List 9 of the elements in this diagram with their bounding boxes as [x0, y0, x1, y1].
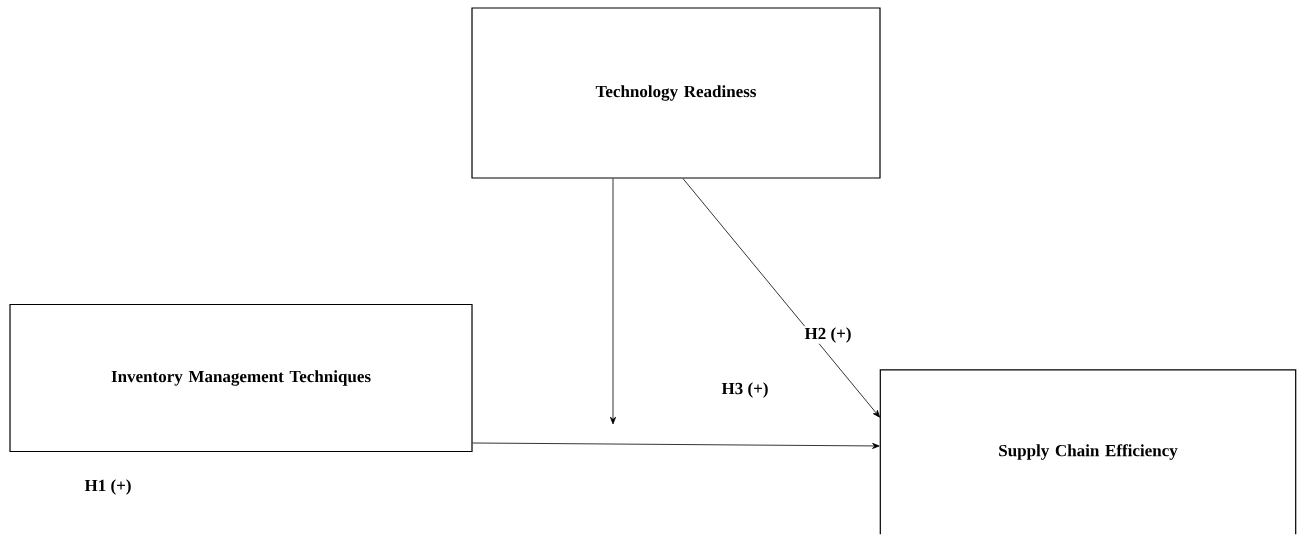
arrow: [472, 442, 880, 449]
arrow: [610, 178, 616, 425]
open-box: Supply Chain Efficiency: [879, 369, 1297, 535]
edge-label: H2 (+): [803, 326, 853, 344]
arrow: [682, 178, 880, 418]
edge-label: H3 (+): [720, 381, 770, 399]
concept-box: Technology Readiness: [471, 7, 881, 179]
hypothesis-label: H1 (+): [84, 479, 131, 495]
concept-box: Inventory Management Techniques: [9, 303, 473, 453]
